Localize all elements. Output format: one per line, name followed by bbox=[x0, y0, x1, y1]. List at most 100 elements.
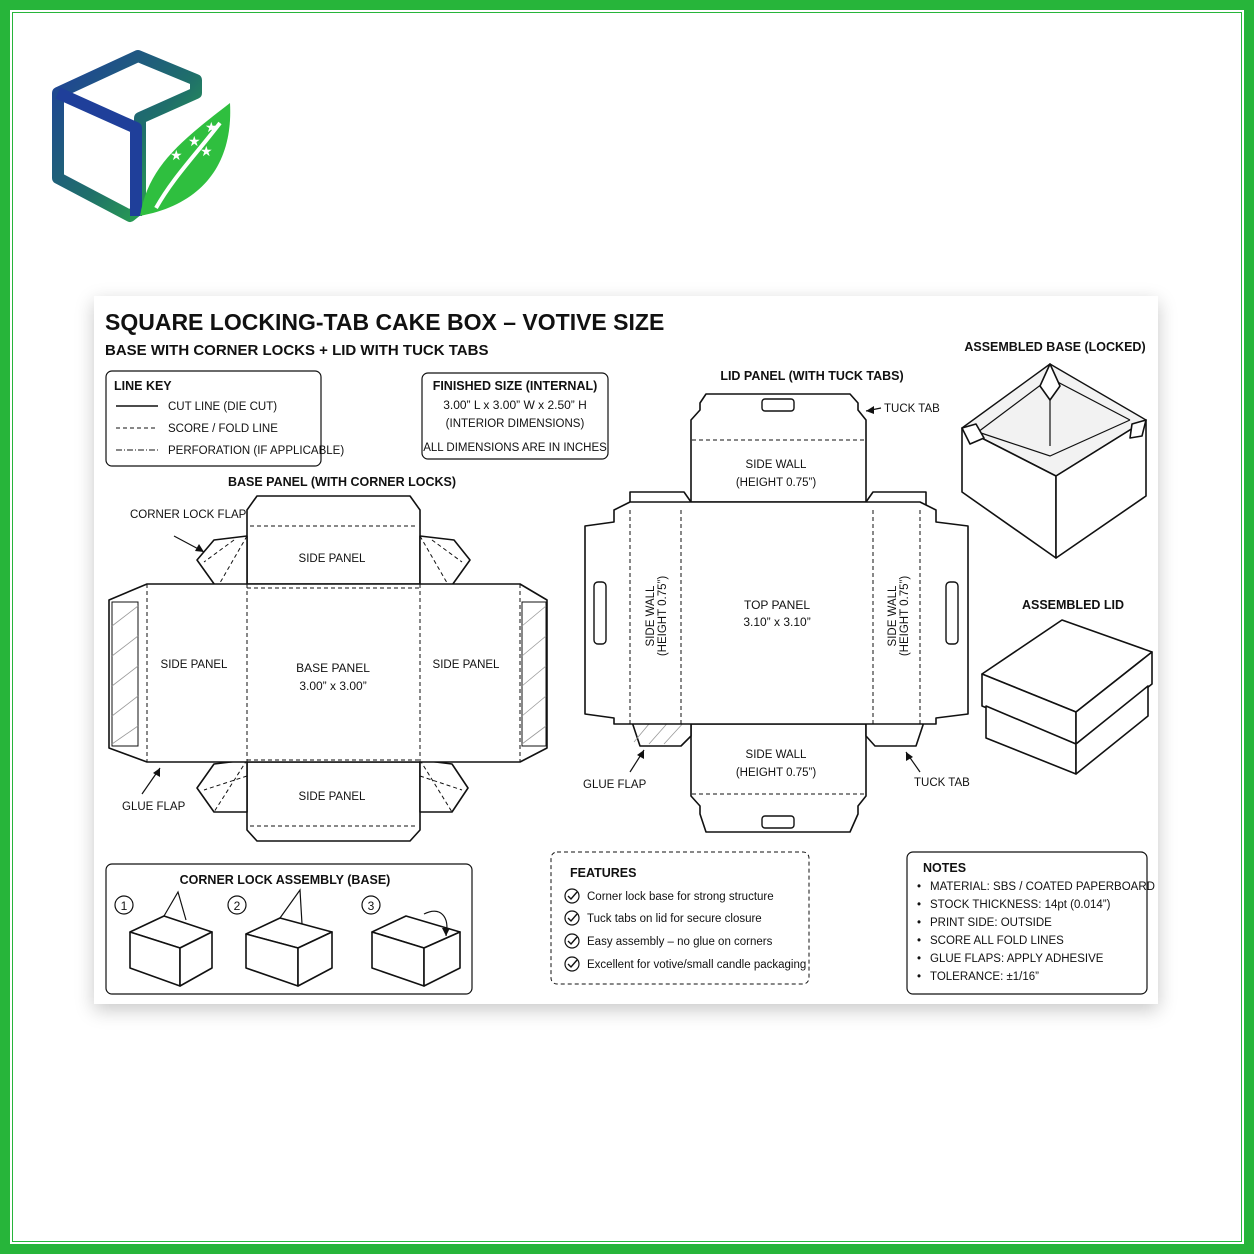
base-right-panel-word: SIDE PANEL bbox=[433, 659, 500, 671]
assembled-base-illustration: ASSEMBLED BASE (LOCKED) bbox=[961, 340, 1147, 559]
base-side-panel-bottom-label: SIDE PANEL bbox=[299, 791, 366, 803]
assembly-step-2: 2 bbox=[227, 888, 333, 987]
lid-top-side-wall bbox=[690, 393, 867, 503]
check-icon bbox=[564, 910, 580, 926]
line-key-item: CUT LINE (DIE CUT) bbox=[168, 401, 277, 413]
finished-size-note: (INTERIOR DIMENSIONS) bbox=[446, 418, 585, 430]
notes-title: NOTES bbox=[923, 861, 966, 875]
corner-lock-flap-label: CORNER LOCK FLAP bbox=[130, 509, 247, 521]
assembled-lid-illustration: ASSEMBLED LID bbox=[981, 598, 1153, 775]
bullet-icon: • bbox=[917, 971, 921, 983]
glue-flap-left bbox=[111, 601, 139, 747]
corner-lock-flap bbox=[196, 535, 248, 589]
check-icon bbox=[564, 956, 580, 972]
lid-glue-flap-label: GLUE FLAP bbox=[583, 779, 647, 791]
assembly-step-1: 1 bbox=[114, 890, 213, 987]
tuck-slot bbox=[761, 815, 795, 829]
note-item: GLUE FLAPS: APPLY ADHESIVE bbox=[930, 953, 1104, 965]
dieline-sheet: SQUARE LOCKING-TAB CAKE BOX – VOTIVE SIZ… bbox=[94, 296, 1158, 1004]
corner-lock-flap bbox=[196, 759, 248, 813]
lid-bottom-side-wall bbox=[690, 723, 867, 833]
dieline-drawing: SQUARE LOCKING-TAB CAKE BOX – VOTIVE SIZ… bbox=[105, 309, 1155, 995]
corner-lock-flap bbox=[419, 759, 469, 813]
base-center-dims: 3.00” x 3.00” bbox=[299, 679, 366, 693]
note-item: MATERIAL: SBS / COATED PAPERBOARD bbox=[930, 881, 1155, 893]
feature-text: Excellent for votive/small candle packag… bbox=[587, 959, 806, 971]
feature-text: Tuck tabs on lid for secure closure bbox=[587, 913, 762, 925]
feature-text: Corner lock base for strong structure bbox=[587, 891, 774, 903]
note-item: STOCK THICKNESS: 14pt (0.014”) bbox=[930, 899, 1111, 911]
lid-panel-dieline: LID PANEL (WITH TUCK TABS) SIDE WALL (HE… bbox=[583, 369, 970, 833]
lid-right-wall-height: (HEIGHT 0.75”) bbox=[899, 576, 911, 656]
base-center-title: BASE PANEL bbox=[296, 661, 370, 675]
assembled-base-title: ASSEMBLED BASE (LOCKED) bbox=[964, 340, 1145, 354]
check-icon bbox=[564, 933, 580, 949]
base-left-panel-label: SIDE PANEL bbox=[161, 659, 228, 671]
notes-panel: NOTES • MATERIAL: SBS / COATED PAPERBOAR… bbox=[906, 851, 1155, 995]
features-title: FEATURES bbox=[570, 866, 636, 880]
bullet-icon: • bbox=[917, 881, 921, 893]
step-number: 3 bbox=[368, 899, 375, 913]
base-left-panel-word: SIDE PANEL bbox=[161, 659, 228, 671]
line-key-title: LINE KEY bbox=[114, 379, 172, 393]
lid-tuck-slot-left bbox=[593, 581, 607, 645]
step-number: 2 bbox=[234, 899, 241, 913]
line-key: LINE KEY CUT LINE (DIE CUT) SCORE / FOLD… bbox=[105, 370, 344, 467]
check-icon bbox=[564, 888, 580, 904]
base-panel-dieline: BASE PANEL (WITH CORNER LOCKS) SIDE PANE… bbox=[108, 475, 548, 842]
tuck-slot bbox=[761, 398, 795, 412]
feature-item: Excellent for votive/small candle packag… bbox=[564, 956, 806, 972]
lid-panel-title: LID PANEL (WITH TUCK TABS) bbox=[720, 369, 903, 383]
lid-left-wall-label: SIDE WALL bbox=[645, 585, 657, 647]
base-right-panel-label: SIDE PANEL bbox=[433, 659, 500, 671]
tuck-tab-label-bottom: TUCK TAB bbox=[914, 777, 970, 789]
finished-size-title: FINISHED SIZE (INTERNAL) bbox=[433, 379, 598, 393]
bullet-icon: • bbox=[917, 917, 921, 929]
note-item: PRINT SIDE: OUTSIDE bbox=[930, 917, 1052, 929]
step-number-badge bbox=[227, 895, 247, 915]
note-item: SCORE ALL FOLD LINES bbox=[930, 935, 1064, 947]
inner-frame bbox=[12, 12, 1242, 1242]
page-title: SQUARE LOCKING-TAB CAKE BOX – VOTIVE SIZ… bbox=[105, 309, 664, 335]
lid-tuck-slot-right bbox=[945, 581, 959, 645]
step-number-badge bbox=[361, 895, 381, 915]
base-panel-title: BASE PANEL (WITH CORNER LOCKS) bbox=[228, 475, 456, 489]
svg-text:★: ★ bbox=[188, 133, 201, 149]
bullet-icon: • bbox=[917, 899, 921, 911]
corner-lock-flap bbox=[419, 535, 471, 589]
line-key-item: PERFORATION (IF APPLICABLE) bbox=[168, 445, 344, 457]
lid-bottom-wall-height: (HEIGHT 0.75”) bbox=[736, 767, 816, 779]
base-side-panel-top-label: SIDE PANEL bbox=[299, 553, 366, 565]
feature-item: Corner lock base for strong structure bbox=[564, 888, 774, 904]
line-key-item: SCORE / FOLD LINE bbox=[168, 423, 278, 435]
step-number-badge bbox=[114, 895, 134, 915]
corner-lock-assembly-panel: CORNER LOCK ASSEMBLY (BASE) 1 2 3 bbox=[105, 863, 473, 995]
step-number: 1 bbox=[121, 899, 128, 913]
base-glue-flap-label: GLUE FLAP bbox=[122, 801, 186, 813]
cube-leaf-logo: ★ ★ ★ ★ bbox=[52, 50, 231, 222]
tuck-tab-label-top: TUCK TAB bbox=[884, 403, 940, 415]
feature-text: Easy assembly – no glue on corners bbox=[587, 936, 773, 948]
lid-left-wall-height: (HEIGHT 0.75”) bbox=[657, 576, 669, 656]
lid-top-wall-label: SIDE WALL bbox=[746, 459, 808, 471]
note-item: TOLERANCE: ±1/16” bbox=[930, 971, 1039, 983]
lid-top-wall-height: (HEIGHT 0.75”) bbox=[736, 477, 816, 489]
finished-size-units: ALL DIMENSIONS ARE IN INCHES bbox=[423, 442, 607, 454]
features-panel: FEATURES Corner lock base for strong str… bbox=[550, 851, 810, 985]
assembled-lid-title: ASSEMBLED LID bbox=[1022, 598, 1124, 612]
bullet-icon: • bbox=[917, 935, 921, 947]
svg-text:★: ★ bbox=[200, 143, 213, 159]
lid-right-wall-label: SIDE WALL bbox=[887, 585, 899, 647]
base-top-side-panel bbox=[246, 495, 421, 585]
finished-size-dims: 3.00” L x 3.00” W x 2.50” H bbox=[443, 398, 587, 412]
svg-text:★: ★ bbox=[170, 147, 183, 163]
lid-bottom-wall-label: SIDE WALL bbox=[746, 749, 808, 761]
page-subtitle: BASE WITH CORNER LOCKS + LID WITH TUCK T… bbox=[105, 342, 488, 359]
lid-center-dims: 3.10” x 3.10” bbox=[743, 615, 810, 629]
glue-flap-right bbox=[521, 601, 547, 747]
lid-center-title: TOP PANEL bbox=[744, 598, 810, 612]
assembly-step-3: 3 bbox=[361, 895, 461, 987]
bullet-icon: • bbox=[917, 953, 921, 965]
finished-size-box: FINISHED SIZE (INTERNAL) 3.00” L x 3.00”… bbox=[421, 372, 609, 460]
